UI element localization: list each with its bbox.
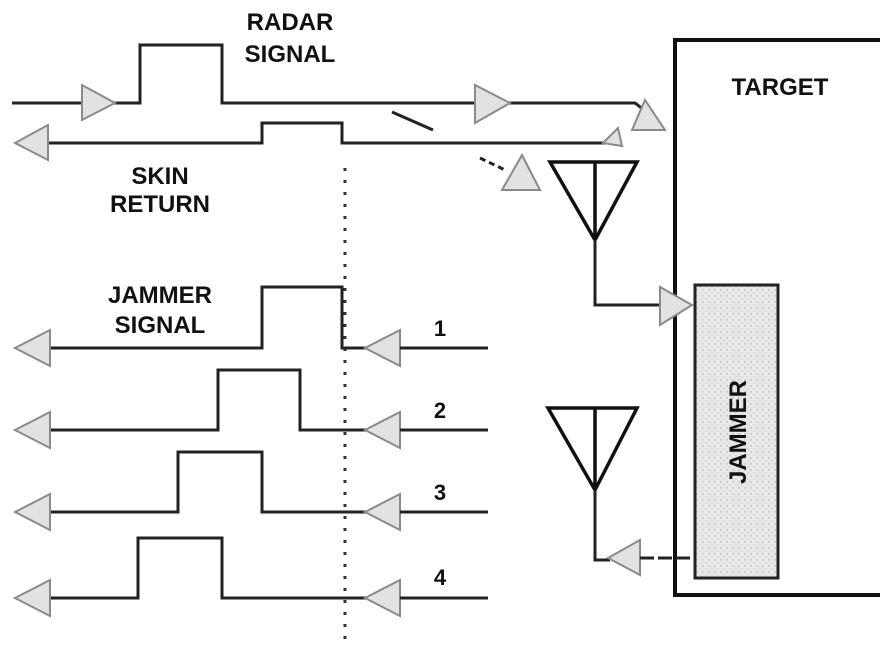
- skin-return-label-1: SKIN: [131, 163, 188, 190]
- arrow-left-icon: [12, 410, 51, 450]
- transmit-antenna-icon: [544, 406, 693, 577]
- arrow-icon: [500, 152, 542, 191]
- radar-signal-line: [12, 43, 667, 132]
- arrow-left-icon: [12, 578, 51, 618]
- arrow-left-icon: [12, 123, 49, 162]
- jammer-row-1: 1: [12, 285, 488, 368]
- skin-return-label-2: RETURN: [110, 191, 210, 218]
- arrow-right-icon: [659, 285, 694, 327]
- row-number: 4: [434, 565, 447, 590]
- receive-antenna-icon: [546, 160, 694, 327]
- jammer-row-4: 4: [12, 536, 488, 618]
- arrow-right-icon: [474, 83, 513, 125]
- arrow-left-icon: [362, 410, 401, 450]
- skin-return-line: [12, 121, 624, 191]
- jammer-signal-label-2: SIGNAL: [115, 312, 206, 339]
- arrow-left-icon: [362, 492, 401, 532]
- arrow-left-icon: [362, 328, 401, 368]
- arrow-right-icon: [81, 83, 118, 122]
- jammer-row-2: 2: [12, 368, 488, 450]
- arrow-left-icon: [605, 538, 641, 577]
- row-number: 3: [434, 480, 446, 505]
- radar-signal-label-1: RADAR: [247, 9, 334, 36]
- jammer-label: JAMMER: [725, 380, 752, 484]
- arrow-left-icon: [12, 492, 51, 532]
- jammer-box: [693, 283, 780, 580]
- radar-signal-label-2: SIGNAL: [245, 41, 336, 68]
- arrow-icon: [630, 97, 667, 131]
- row-number: 1: [434, 316, 446, 341]
- target-label: TARGET: [732, 74, 829, 101]
- target-box: [673, 38, 880, 597]
- arrow-icon: [600, 126, 624, 148]
- row-number: 2: [434, 398, 446, 423]
- jammer-row-3: 3: [12, 450, 488, 532]
- arrow-left-icon: [362, 578, 401, 618]
- jammer-signal-label-1: JAMMER: [108, 282, 212, 309]
- arrow-left-icon: [12, 328, 51, 368]
